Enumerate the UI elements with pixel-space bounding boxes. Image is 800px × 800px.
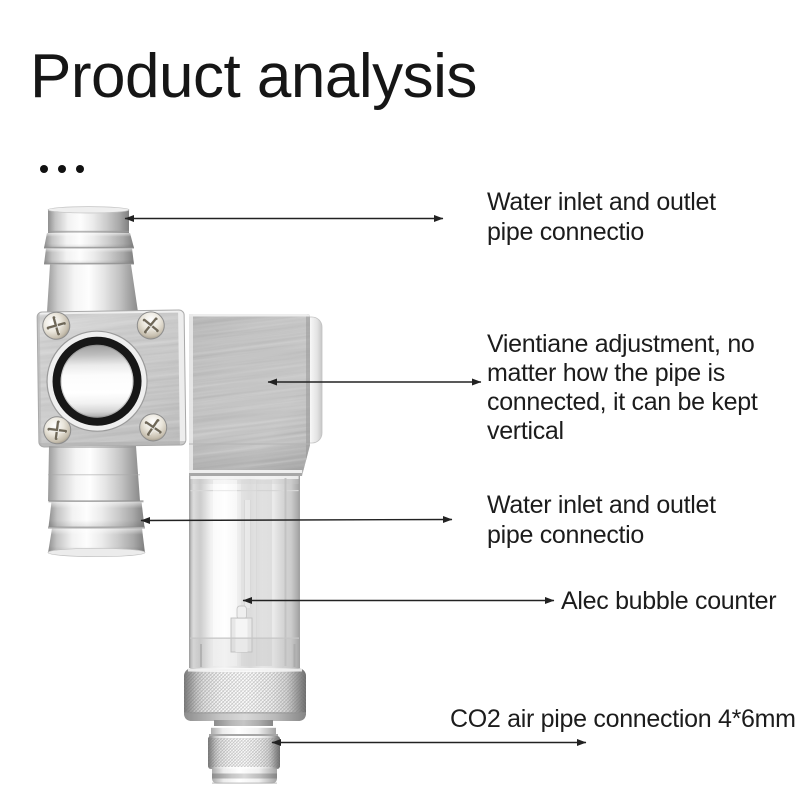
corner-screws [42, 311, 168, 445]
leader-line-bottom-inlet [140, 515, 453, 525]
callout-top-inlet: Water inlet and outlet pipe connectio [487, 187, 716, 247]
dot-icon [40, 165, 48, 173]
top-hose-barb [44, 206, 138, 312]
co2-connector [208, 720, 280, 784]
inner-nozzle [230, 605, 253, 653]
callout-line: Vientiane adjustment, no [487, 330, 755, 358]
callout-line: connected, it can be kept [487, 388, 758, 416]
callout-line: Water inlet and outlet [487, 188, 716, 216]
page-title: Product analysis [30, 42, 477, 111]
callout-line: CO2 air pipe connection 4*6mm [450, 705, 796, 733]
connector-bottom-rings [212, 768, 277, 784]
leader-arrows [124, 214, 587, 747]
elbow-block [189, 314, 323, 476]
knurled-nut [184, 668, 306, 721]
callout-bottom-inlet: Water inlet and outlet pipe connectio [487, 490, 716, 550]
callout-line: matter how the pipe is [487, 359, 725, 387]
product-photo [36, 206, 323, 784]
callout-co2: CO2 air pipe connection 4*6mm [450, 704, 796, 734]
sight-window [46, 330, 148, 432]
decorative-dots [40, 165, 84, 173]
callout-bubble-counter: Alec bubble counter [561, 586, 777, 616]
callout-line: vertical [487, 417, 564, 445]
bubble-chamber [189, 476, 300, 668]
check-valve-plate [36, 309, 187, 448]
dot-icon [58, 165, 66, 173]
callout-line: pipe connectio [487, 521, 645, 549]
bottom-hose-barb [47, 446, 146, 558]
callout-line: pipe connectio [487, 218, 645, 246]
callout-vientiane: Vientiane adjustment, no matter how the … [487, 330, 758, 446]
callout-line: Alec bubble counter [561, 587, 777, 615]
callout-line: Water inlet and outlet [487, 491, 716, 519]
dot-icon [76, 165, 84, 173]
